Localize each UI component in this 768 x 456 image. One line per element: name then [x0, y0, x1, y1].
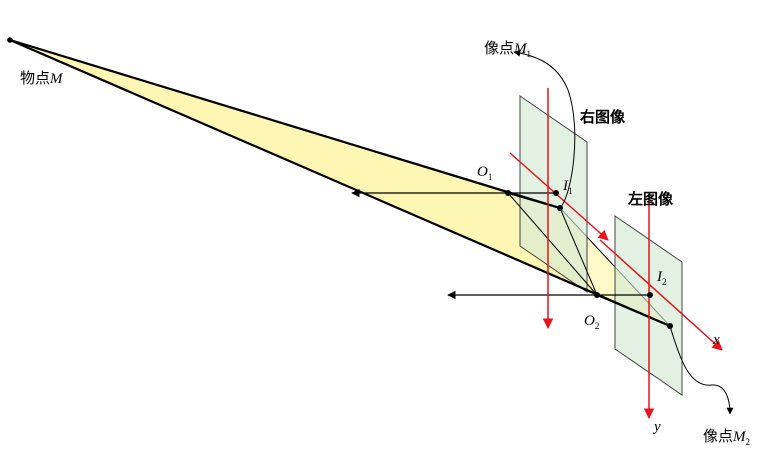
- label-axis-y: y: [652, 419, 661, 435]
- line-m1-o2: [559, 207, 598, 296]
- image-point-m2: [667, 323, 673, 329]
- label-o1: O1: [477, 164, 492, 182]
- label-o2: O2: [584, 313, 599, 331]
- right-plane-x-axis: [509, 152, 609, 241]
- segment-o2-m2: [596, 294, 671, 327]
- label-left-image: 左图像: [627, 190, 674, 208]
- label-object-point: 物点M: [20, 70, 64, 87]
- leader-image-point-m2: [669, 325, 734, 415]
- label-axis-x: x: [712, 332, 720, 348]
- principal-point-i1: [553, 190, 559, 196]
- label-i2: I2: [656, 269, 667, 287]
- left-plane-x-axis: [599, 239, 723, 351]
- ray-m-to-m2: [9, 38, 671, 328]
- optical-center-o2: [594, 292, 600, 298]
- label-right-image: 右图像: [580, 108, 626, 126]
- line-o1-o2: [507, 192, 598, 296]
- label-image-point-m2: 像点M2: [703, 428, 750, 447]
- image-point-m1: [557, 205, 563, 211]
- ray-m-to-m1: [9, 38, 561, 210]
- optical-center-o1: [505, 190, 511, 196]
- object-point-m: [7, 37, 13, 43]
- label-i1: I1: [562, 178, 573, 196]
- leader-image-point-m1: [513, 49, 576, 209]
- segment-o1-m1: [507, 192, 561, 209]
- label-image-point-m1: 像点M1: [484, 40, 531, 59]
- principal-point-i2: [647, 292, 653, 298]
